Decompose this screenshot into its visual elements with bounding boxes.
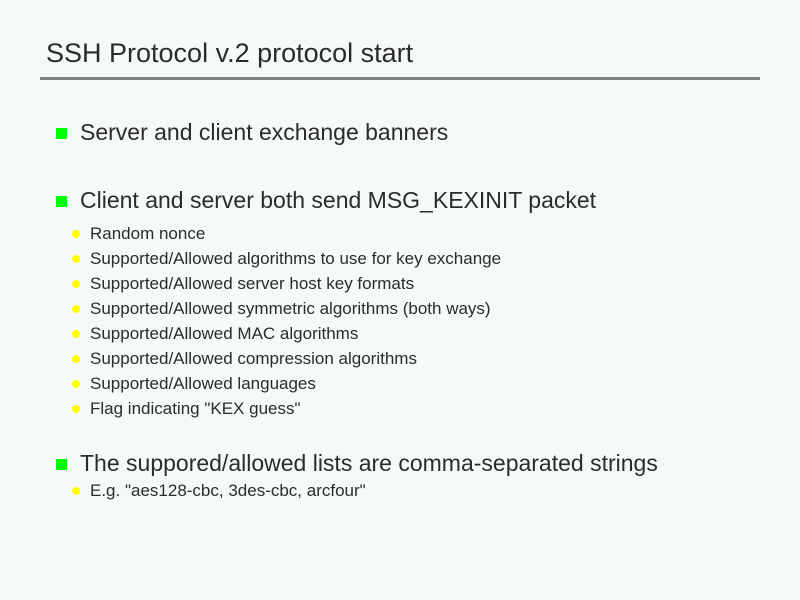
bullet-item-level1: Server and client exchange banners — [40, 118, 766, 147]
square-bullet-icon — [56, 196, 67, 207]
slide-body: Server and client exchange banners Clien… — [40, 118, 766, 503]
dot-bullet-icon — [72, 255, 80, 263]
title-block: SSH Protocol v.2 protocol start — [40, 36, 760, 80]
sub-bullet-text: Supported/Allowed MAC algorithms — [90, 324, 359, 343]
square-bullet-icon — [56, 459, 67, 470]
bullet-text: Client and server both send MSG_KEXINIT … — [80, 187, 597, 213]
square-bullet-icon — [56, 128, 67, 139]
sub-bullet-text: Supported/Allowed symmetric algorithms (… — [90, 299, 491, 318]
bullet-item-level2: Random nonce — [40, 221, 766, 246]
dot-bullet-icon — [72, 230, 80, 238]
bullet-item-level2: Flag indicating "KEX guess" — [40, 396, 766, 421]
sub-bullet-list: E.g. "aes128-cbc, 3des-cbc, arcfour" — [40, 478, 766, 503]
sub-bullet-text: E.g. "aes128-cbc, 3des-cbc, arcfour" — [90, 481, 366, 500]
bullet-item-level2: Supported/Allowed compression algorithms — [40, 346, 766, 371]
title-divider — [40, 77, 760, 80]
bullet-item-level1: Client and server both send MSG_KEXINIT … — [40, 186, 766, 215]
bullet-text: Server and client exchange banners — [80, 119, 449, 145]
dot-bullet-icon — [72, 380, 80, 388]
bullet-item-level2: Supported/Allowed languages — [40, 371, 766, 396]
dot-bullet-icon — [72, 330, 80, 338]
bullet-item-level2: E.g. "aes128-cbc, 3des-cbc, arcfour" — [40, 478, 766, 503]
bullet-item-level2: Supported/Allowed server host key format… — [40, 271, 766, 296]
page-title: SSH Protocol v.2 protocol start — [46, 38, 414, 68]
sub-bullet-text: Supported/Allowed server host key format… — [90, 274, 415, 293]
bullet-item-level2: Supported/Allowed MAC algorithms — [40, 321, 766, 346]
bullet-text: The suppored/allowed lists are comma-sep… — [80, 450, 658, 476]
dot-bullet-icon — [72, 355, 80, 363]
sub-bullet-text: Supported/Allowed algorithms to use for … — [90, 249, 502, 268]
spacer — [40, 147, 766, 186]
dot-bullet-icon — [72, 405, 80, 413]
dot-bullet-icon — [72, 280, 80, 288]
bullet-item-level1: The suppored/allowed lists are comma-sep… — [40, 449, 766, 478]
dot-bullet-icon — [72, 305, 80, 313]
sub-bullet-text: Random nonce — [90, 224, 206, 243]
bullet-item-level2: Supported/Allowed symmetric algorithms (… — [40, 296, 766, 321]
dot-bullet-icon — [72, 487, 80, 495]
sub-bullet-list: Random nonce Supported/Allowed algorithm… — [40, 221, 766, 421]
bullet-item-level2: Supported/Allowed algorithms to use for … — [40, 246, 766, 271]
spacer — [40, 421, 766, 449]
sub-bullet-text: Flag indicating "KEX guess" — [90, 399, 301, 418]
sub-bullet-text: Supported/Allowed languages — [90, 374, 316, 393]
sub-bullet-text: Supported/Allowed compression algorithms — [90, 349, 417, 368]
